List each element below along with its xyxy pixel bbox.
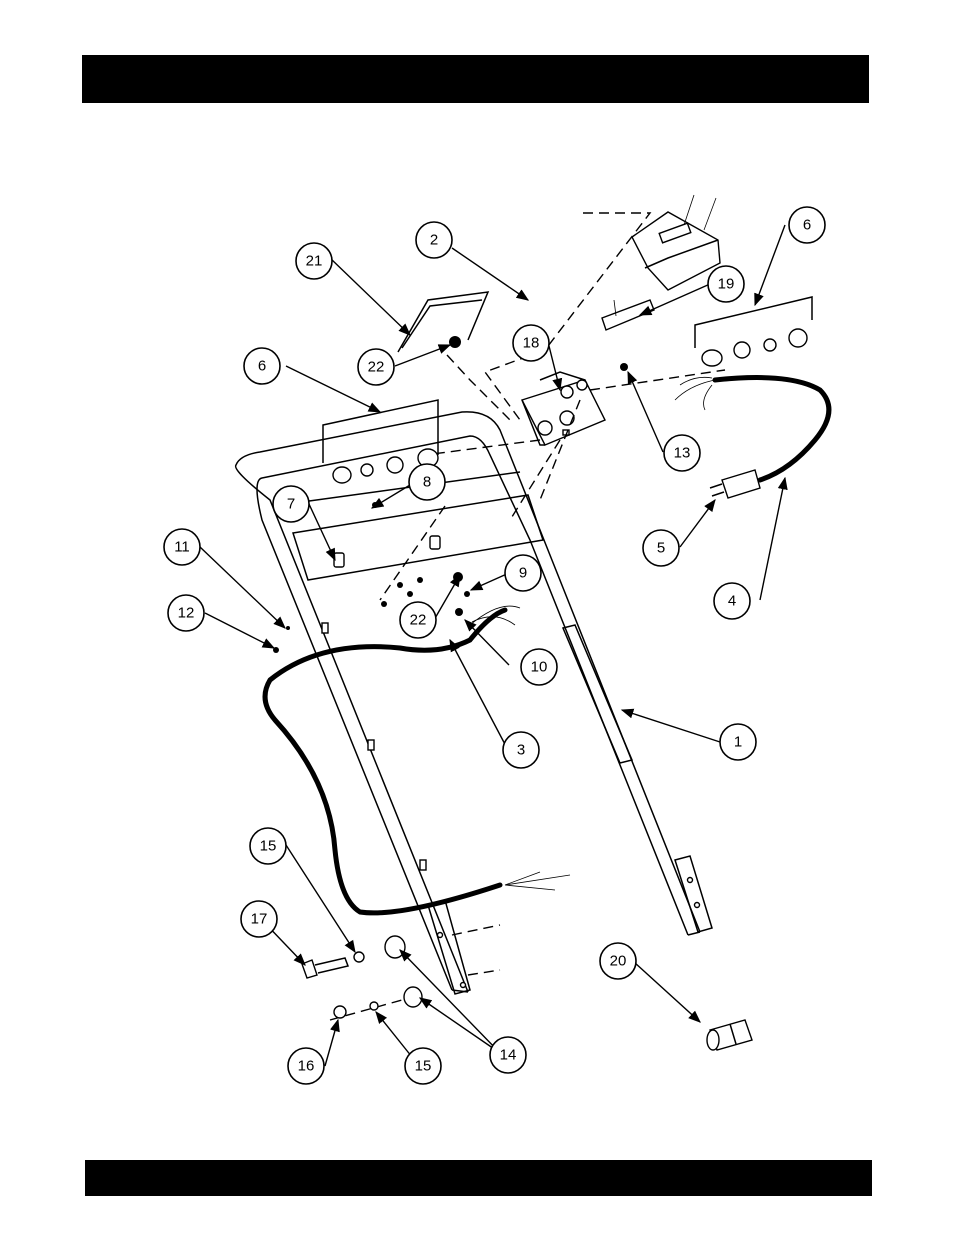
- callout-19-label: 19: [718, 276, 735, 293]
- leader-lines: [200, 225, 785, 1066]
- callout-22a-label: 22: [368, 359, 385, 376]
- callout-5: 5: [643, 530, 679, 566]
- callout-1-label: 1: [734, 734, 742, 751]
- callout-7-label: 7: [287, 496, 295, 513]
- callout-18-label: 18: [523, 335, 540, 352]
- callout-10: 10: [521, 649, 557, 685]
- callout-17-label: 17: [251, 911, 268, 928]
- callout-6a-label: 6: [803, 217, 811, 234]
- callout-18: 18: [513, 325, 549, 361]
- callout-12: 12: [168, 595, 204, 631]
- callout-19: 19: [708, 266, 744, 302]
- callout-6a: 6: [789, 207, 825, 243]
- callout-22b-label: 22: [410, 612, 427, 629]
- switch-cover: [632, 195, 720, 290]
- switch-19: [602, 300, 654, 330]
- callout-14-label: 14: [500, 1047, 517, 1064]
- callout-11-label: 11: [174, 539, 190, 556]
- callout-9-label: 9: [519, 565, 527, 582]
- callout-9: 9: [505, 555, 541, 591]
- callout-16: 16: [288, 1048, 324, 1084]
- callout-22a: 22: [358, 349, 394, 385]
- callout-3: 3: [503, 732, 539, 768]
- callout-22b: 22: [400, 602, 436, 638]
- callout-15b: 15: [405, 1048, 441, 1084]
- callout-21-label: 21: [306, 253, 323, 270]
- callout-16-label: 16: [298, 1058, 315, 1075]
- cable-4: [675, 377, 829, 480]
- callout-15a: 15: [250, 828, 286, 864]
- callout-4: 4: [714, 583, 750, 619]
- callout-20-label: 20: [610, 953, 627, 970]
- plug-5: [710, 470, 760, 498]
- callout-20: 20: [600, 943, 636, 979]
- callout-13: 13: [664, 435, 700, 471]
- callout-21: 21: [296, 243, 332, 279]
- callout-7: 7: [273, 486, 309, 522]
- callout-6b-label: 6: [258, 358, 266, 375]
- callout-14: 14: [490, 1037, 526, 1073]
- callout-1: 1: [720, 724, 756, 760]
- callout-15a-label: 15: [260, 838, 277, 855]
- callout-2: 2: [416, 222, 452, 258]
- switch-box: [522, 372, 605, 445]
- callout-6b: 6: [244, 348, 280, 384]
- callout-8-label: 8: [423, 474, 431, 491]
- callout-17: 17: [241, 901, 277, 937]
- callout-10-label: 10: [531, 659, 548, 676]
- callout-12-label: 12: [178, 605, 195, 622]
- callout-15b-label: 15: [415, 1058, 432, 1075]
- callout-2-label: 2: [430, 232, 438, 249]
- callout-4-label: 4: [728, 593, 736, 610]
- callout-11: 11: [164, 529, 200, 565]
- connector-20: [707, 1020, 752, 1050]
- callout-13-label: 13: [674, 445, 691, 462]
- callout-5-label: 5: [657, 540, 665, 557]
- callout-3-label: 3: [517, 742, 525, 759]
- strain-relief-right: [702, 329, 807, 366]
- callout-8: 8: [409, 464, 445, 500]
